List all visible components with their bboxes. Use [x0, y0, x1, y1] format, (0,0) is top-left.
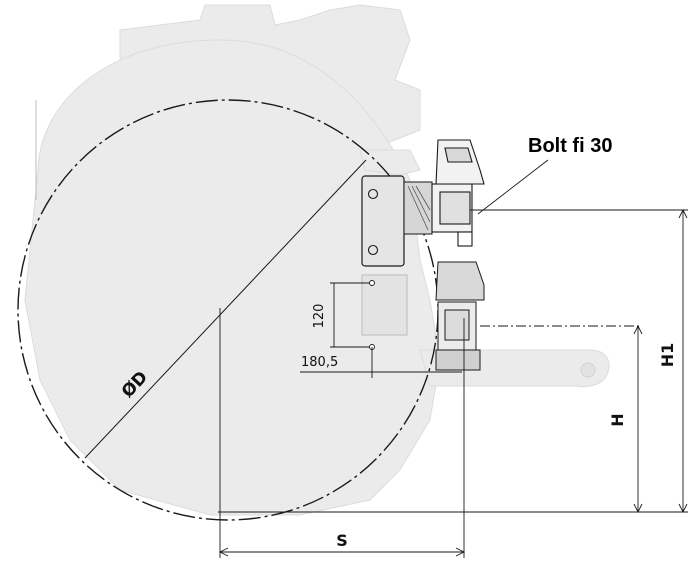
lower-hitch-top: [435, 261, 485, 301]
mounting-plate: [361, 175, 433, 267]
mounting-plate-body: [361, 175, 405, 267]
dim-180-5: [300, 347, 462, 378]
dim-180-5-label: 180,5: [301, 355, 338, 370]
flange-hatch: [407, 185, 431, 231]
lower-hitch-frame: [361, 274, 408, 336]
arm-pivot: [580, 362, 596, 378]
dim-h1-label: H1: [658, 343, 677, 368]
plate-hole-bottom: [367, 244, 379, 256]
lower-hitch: [361, 261, 485, 371]
dim-h-arrows: [633, 324, 643, 514]
dim-h1-arrows: [678, 208, 688, 514]
lower-hitch-jaw: [444, 309, 470, 341]
upper-hitch: [431, 139, 485, 247]
machine-silhouette: [24, 4, 610, 516]
upper-hitch-pin: [457, 231, 473, 247]
dim-s-arrows: [218, 547, 466, 557]
plate-hole-top: [367, 188, 379, 200]
diameter-line: [84, 159, 367, 459]
dim-h-label: H: [608, 413, 627, 426]
upper-hitch-hook: [444, 147, 473, 163]
lower-hitch-base: [435, 349, 481, 371]
machine-top-bracket: [359, 149, 421, 176]
bolt-leader-line: [477, 159, 549, 215]
dim-s-label: S: [336, 531, 348, 550]
bolt-callout-label: Bolt fi 30: [528, 135, 612, 157]
upper-hitch-jaw: [439, 191, 471, 225]
dim-120-label: 120: [312, 304, 327, 329]
drum-silhouette: [24, 39, 441, 516]
